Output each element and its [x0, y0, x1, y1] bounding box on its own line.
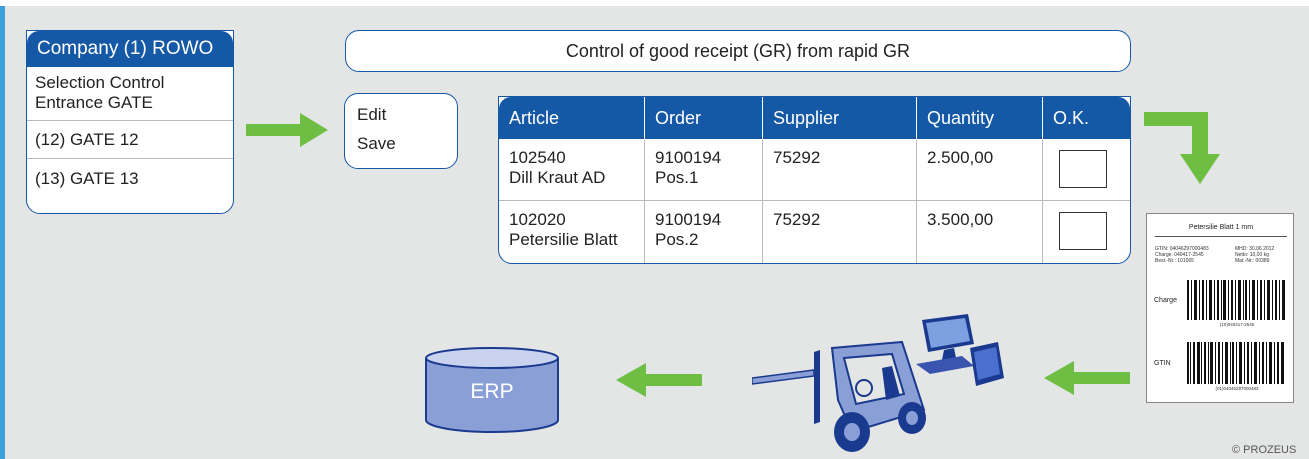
- barcode-icon: [1187, 342, 1284, 384]
- barcode-icon: [1187, 280, 1285, 320]
- table-row: 102540 Dill Kraut AD 9100194 Pos.1 75292…: [499, 139, 1130, 201]
- forklift-icon: [752, 340, 926, 452]
- supplier-cell: 75292: [763, 201, 917, 263]
- column-header-supplier: Supplier: [763, 97, 917, 139]
- label-info-left: GTIN: 04046297000483 Charge: 040417-2545…: [1155, 246, 1209, 264]
- article-cell: 102020 Petersilie Blatt: [499, 201, 645, 263]
- copyright: © PROZEUS: [1232, 444, 1297, 456]
- ok-checkbox[interactable]: [1059, 212, 1107, 250]
- barcode-label-sheet: Petersilie Blatt 1 mm GTIN: 040462970004…: [1146, 213, 1294, 403]
- gtin-code: (01)04046297000483: [1215, 386, 1259, 391]
- left-accent-bar: [0, 6, 5, 459]
- save-menu-item[interactable]: Save: [357, 134, 396, 153]
- goods-receipt-table: Article Order Supplier Quantity O.K. 102…: [498, 96, 1131, 264]
- order-number: 9100194: [655, 148, 722, 167]
- order-cell: 9100194 Pos.1: [645, 139, 763, 200]
- label-title: Petersilie Blatt 1 mm: [1188, 224, 1254, 231]
- table-row: 102020 Petersilie Blatt 9100194 Pos.2 75…: [499, 201, 1130, 263]
- label-order-text: Best.-Nr.: 101065: [1155, 258, 1194, 264]
- label-divider: [1155, 236, 1287, 237]
- company-panel: Company (1) ROWO Selection Control Entra…: [26, 30, 234, 214]
- label-charge-text: Charge: 040417-2545: [1155, 252, 1204, 258]
- order-number: 9100194: [655, 210, 722, 229]
- order-position: Pos.1: [655, 168, 699, 187]
- supplier-cell: 75292: [763, 139, 917, 200]
- table-header-row: Article Order Supplier Quantity O.K.: [499, 97, 1130, 139]
- edit-menu-item[interactable]: Edit: [357, 105, 387, 124]
- label-weight-text: Netto: 10,00 kg: [1235, 252, 1269, 258]
- computer-icon: [916, 314, 1004, 386]
- action-menu: Edit Save: [344, 93, 458, 169]
- label-material-text: Mat.-Nr.: 00389: [1235, 258, 1270, 264]
- arrow-right-icon: [246, 113, 328, 147]
- article-number: 102540: [509, 148, 566, 167]
- charge-code: (10)040417-2545: [1219, 322, 1255, 327]
- ok-cell: [1043, 201, 1129, 263]
- top-border: [0, 0, 1309, 6]
- column-header-ok: O.K.: [1053, 108, 1090, 128]
- ok-cell: [1043, 139, 1129, 200]
- order-position: Pos.2: [655, 230, 699, 249]
- title-box: Control of good receipt (GR) from rapid …: [345, 30, 1131, 72]
- erp-label: ERP: [470, 380, 514, 403]
- arrow-down-turn-icon: [1144, 112, 1220, 184]
- article-number: 102020: [509, 210, 566, 229]
- company-item-gate-12[interactable]: (12) GATE 12: [27, 121, 233, 159]
- gtin-label: GTIN: [1154, 360, 1171, 367]
- quantity-cell: 3.500,00: [917, 201, 1043, 263]
- ok-checkbox[interactable]: [1059, 150, 1107, 188]
- article-name: Petersilie Blatt: [509, 230, 618, 249]
- column-header-quantity: Quantity: [917, 97, 1043, 139]
- label-info-right: MHD: 30.06.2012 Netto: 10,00 kg Mat.-Nr.…: [1235, 246, 1274, 264]
- column-header-order: Order: [645, 97, 763, 139]
- charge-label: Charge: [1154, 297, 1177, 304]
- label-mhd-text: MHD: 30.06.2012: [1235, 246, 1275, 252]
- quantity-cell: 2.500,00: [917, 139, 1043, 200]
- label-gtin-text: GTIN: 04046297000483: [1155, 246, 1209, 252]
- company-item-gate-13[interactable]: (13) GATE 13: [35, 169, 139, 188]
- erp-database-icon: [425, 347, 559, 433]
- column-header-article: Article: [499, 97, 645, 139]
- article-cell: 102540 Dill Kraut AD: [499, 139, 645, 200]
- arrow-left-icon: [1044, 361, 1130, 395]
- article-name: Dill Kraut AD: [509, 168, 606, 187]
- company-item-selection-control[interactable]: Selection Control Entrance GATE: [27, 67, 233, 121]
- order-cell: 9100194 Pos.2: [645, 201, 763, 263]
- arrow-left-icon: [616, 363, 702, 397]
- company-title: Company (1) ROWO: [27, 31, 233, 67]
